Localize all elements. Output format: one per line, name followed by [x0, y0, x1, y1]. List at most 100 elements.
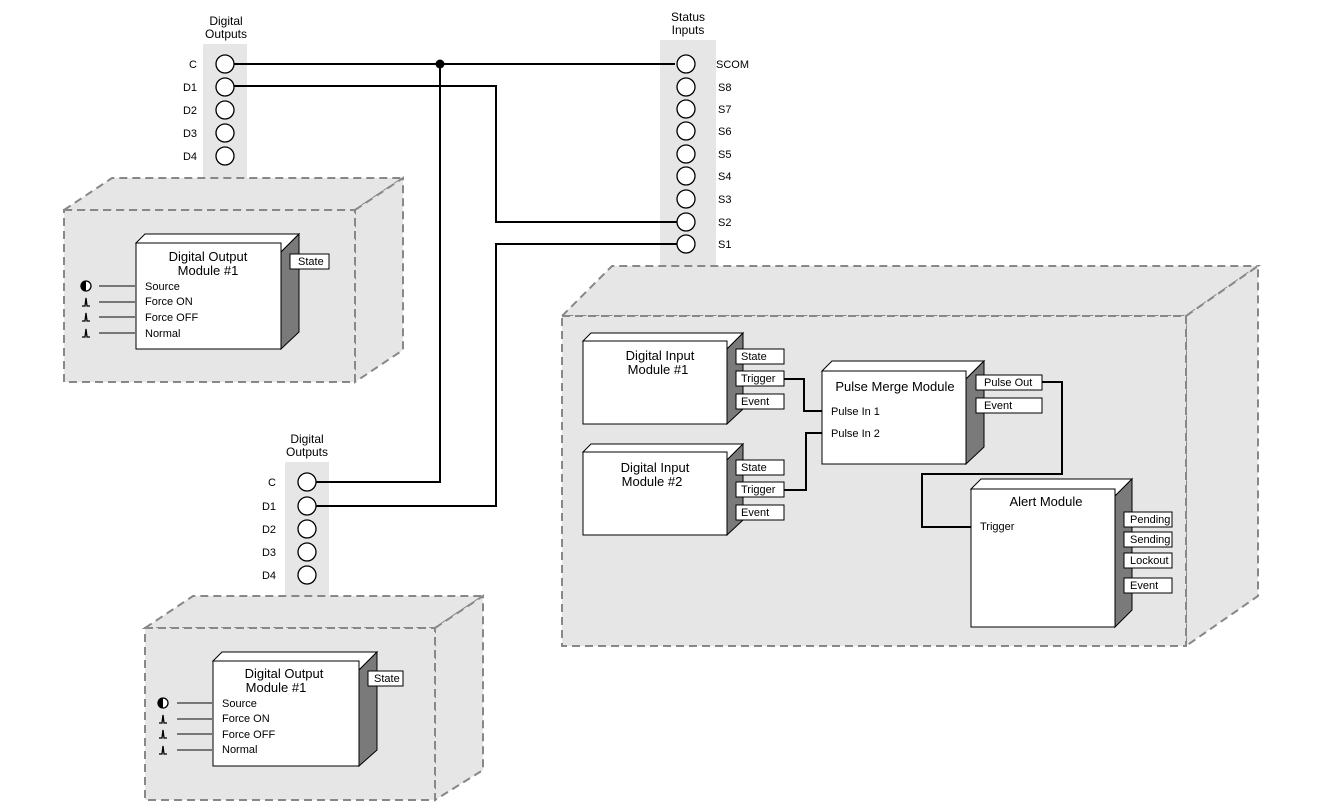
input-label: Force ON [145, 296, 193, 308]
wire-pulseout-alert [921, 381, 1063, 528]
terminal-label: C [268, 477, 276, 489]
port-label: Event [984, 400, 1012, 412]
output-port-event[interactable] [735, 504, 785, 521]
output-port-state[interactable] [735, 348, 785, 365]
module-title-line2: Module #2 [622, 474, 683, 489]
terminal-d1[interactable] [297, 496, 317, 516]
module-title: Pulse Merge Module [835, 379, 954, 394]
wire-bottom-d1-to-s1 [316, 243, 677, 507]
module-title-line1: Digital Input [621, 460, 690, 475]
output-port-state[interactable] [735, 459, 785, 476]
pulse-icon [159, 729, 167, 739]
pulse-merge-module[interactable]: Pulse Merge Module Pulse In 1 Pulse In 2… [820, 359, 1043, 466]
output-port-event[interactable] [735, 393, 785, 410]
terminal-c[interactable] [215, 54, 235, 74]
module-title-line2: Module #1 [178, 263, 239, 278]
terminal-label: S8 [718, 82, 731, 94]
output-port-sending[interactable] [1123, 531, 1173, 548]
terminal-label: S6 [718, 126, 731, 138]
di-module-1[interactable]: Digital Input Module #1 State Trigger Ev… [581, 331, 785, 426]
input-label: Trigger [980, 521, 1015, 533]
half-circle-icon [157, 697, 169, 709]
terminal-label: S4 [718, 171, 731, 183]
port-label: Event [1130, 580, 1158, 592]
di-module-2[interactable]: Digital Input Module #2 State Trigger Ev… [581, 442, 785, 537]
terminal-label: D2 [183, 105, 197, 117]
terminal-s8[interactable] [676, 77, 696, 97]
input-label: Force OFF [145, 312, 198, 324]
output-port-pulse-out[interactable] [975, 374, 1043, 391]
bottom-outputs-terminals: C D1 D2 D3 D4 [262, 472, 317, 585]
terminal-d1[interactable] [215, 77, 235, 97]
wire-top-d1-to-s2 [234, 85, 677, 223]
output-port-lockout[interactable] [1123, 552, 1173, 569]
terminal-s5[interactable] [676, 144, 696, 164]
port-label: Sending [1130, 534, 1170, 546]
wire-common-drop [316, 64, 441, 483]
alert-module[interactable]: Alert Module Trigger Pending Sending Loc… [969, 477, 1173, 629]
terminal-s7[interactable] [676, 99, 696, 119]
terminal-d2[interactable] [297, 519, 317, 539]
input-label: Source [145, 281, 180, 293]
terminal-s6[interactable] [676, 121, 696, 141]
port-label: Trigger [741, 484, 776, 496]
port-label: State [741, 351, 767, 363]
module-title-line1: Digital Output [169, 249, 248, 264]
bottom-outputs-header-1: Digital [290, 432, 323, 446]
input-label: Pulse In 2 [831, 428, 880, 440]
output-port-state[interactable] [289, 253, 330, 270]
port-label: Lockout [1130, 555, 1169, 567]
do-module-top[interactable]: Digital Output Module #1 State Source Fo… [80, 232, 330, 351]
status-inputs-terminals: SCOM S8 S7 S6 S5 S4 S3 S2 S1 [676, 54, 749, 254]
terminal-label: D1 [183, 82, 197, 94]
input-label: Pulse In 1 [831, 406, 880, 418]
terminal-s1[interactable] [676, 234, 696, 254]
module-title-line1: Digital Output [245, 666, 324, 681]
pulse-icon [82, 297, 90, 307]
port-label: State [374, 673, 400, 685]
terminal-label: S7 [718, 104, 731, 116]
input-label: Normal [145, 328, 180, 340]
wire-trigger1-pulsein1 [784, 378, 822, 412]
terminal-d3[interactable] [297, 542, 317, 562]
terminal-s3[interactable] [676, 189, 696, 209]
terminal-d2[interactable] [215, 100, 235, 120]
top-outputs-header-1: Digital [209, 14, 242, 28]
terminal-label: D4 [183, 151, 197, 163]
bottom-outputs-header-2: Outputs [286, 445, 328, 459]
module-title-line2: Module #1 [628, 362, 689, 377]
module-title-line2: Module #1 [246, 680, 307, 695]
terminal-label: S3 [718, 194, 731, 206]
output-port-event[interactable] [975, 397, 1043, 414]
terminal-label: D2 [262, 524, 276, 536]
pulse-icon [82, 312, 90, 322]
do-module-bottom[interactable]: Digital Output Module #1 State Source Fo… [157, 650, 404, 768]
terminal-s4[interactable] [676, 166, 696, 186]
input-label: Force ON [222, 713, 270, 725]
output-port-pending[interactable] [1123, 511, 1173, 528]
terminal-s2[interactable] [676, 212, 696, 232]
input-label: Source [222, 698, 257, 710]
terminal-label: S2 [718, 217, 731, 229]
terminal-d4[interactable] [215, 146, 235, 166]
terminal-d4[interactable] [297, 565, 317, 585]
port-label: Trigger [741, 373, 776, 385]
status-inputs-header-2: Inputs [672, 23, 705, 37]
output-port-trigger[interactable] [735, 370, 785, 387]
junction-dot [435, 59, 445, 69]
terminal-c[interactable] [297, 472, 317, 492]
terminal-d3[interactable] [215, 123, 235, 143]
output-port-trigger[interactable] [735, 481, 785, 498]
terminal-label: S1 [718, 239, 731, 251]
top-outputs-terminals: C D1 D2 D3 D4 [183, 54, 235, 166]
wire-trigger2-pulsein2 [784, 432, 822, 491]
status-inputs-header-1: Status [671, 10, 705, 24]
output-port-event[interactable] [1123, 577, 1173, 594]
terminal-label: S5 [718, 149, 731, 161]
terminal-label: D3 [262, 547, 276, 559]
port-label: State [298, 256, 324, 268]
input-label: Force OFF [222, 729, 275, 741]
terminal-scom[interactable] [676, 54, 696, 74]
output-port-state[interactable] [367, 670, 404, 687]
